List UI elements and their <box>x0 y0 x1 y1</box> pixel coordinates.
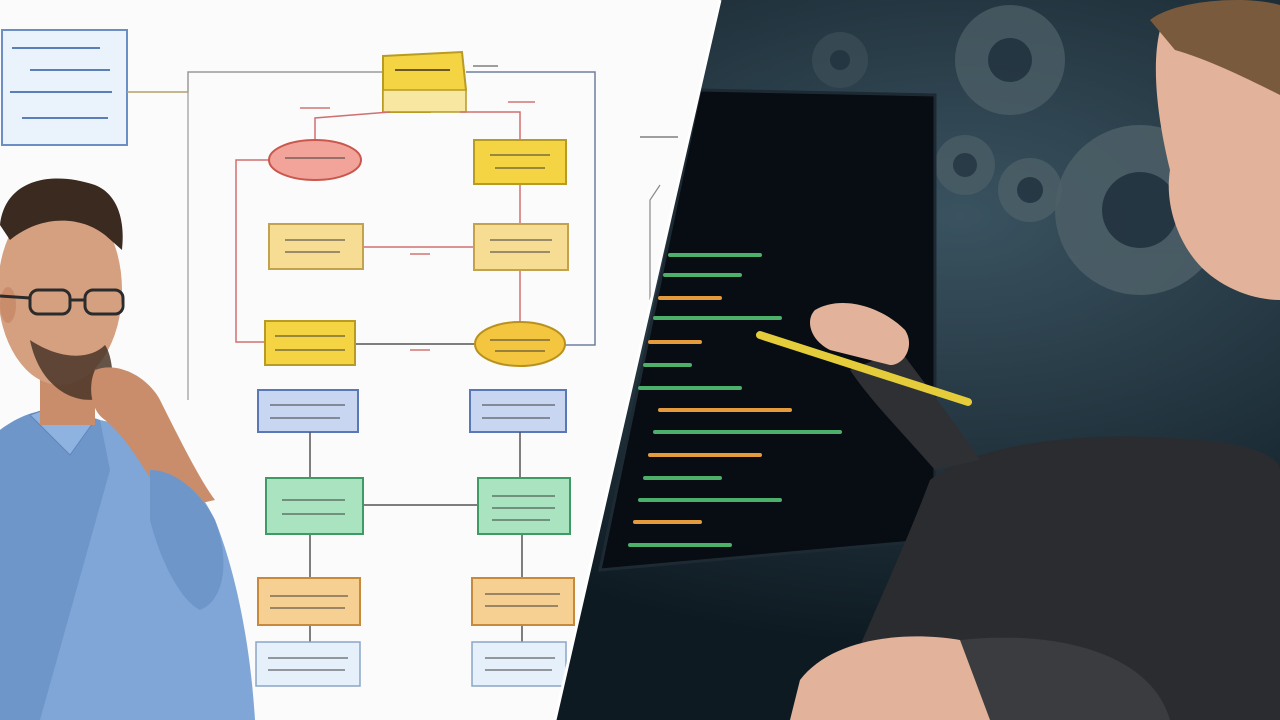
gear-icon <box>812 32 868 88</box>
flow-node <box>471 641 567 687</box>
flow-node <box>473 139 567 185</box>
flow-node <box>257 577 361 626</box>
gear-icon <box>998 158 1062 222</box>
flow-node <box>265 477 364 535</box>
flow-node <box>268 223 364 270</box>
gear-icon <box>935 135 995 195</box>
programmer <box>756 0 1280 720</box>
flow-node <box>264 320 356 366</box>
note-box <box>1 29 128 146</box>
gear-icon <box>955 5 1065 115</box>
flow-node <box>473 223 569 271</box>
flow-node <box>257 389 359 433</box>
flow-node-start <box>382 50 468 113</box>
flow-node-oval <box>268 139 362 181</box>
flow-node <box>255 641 361 687</box>
